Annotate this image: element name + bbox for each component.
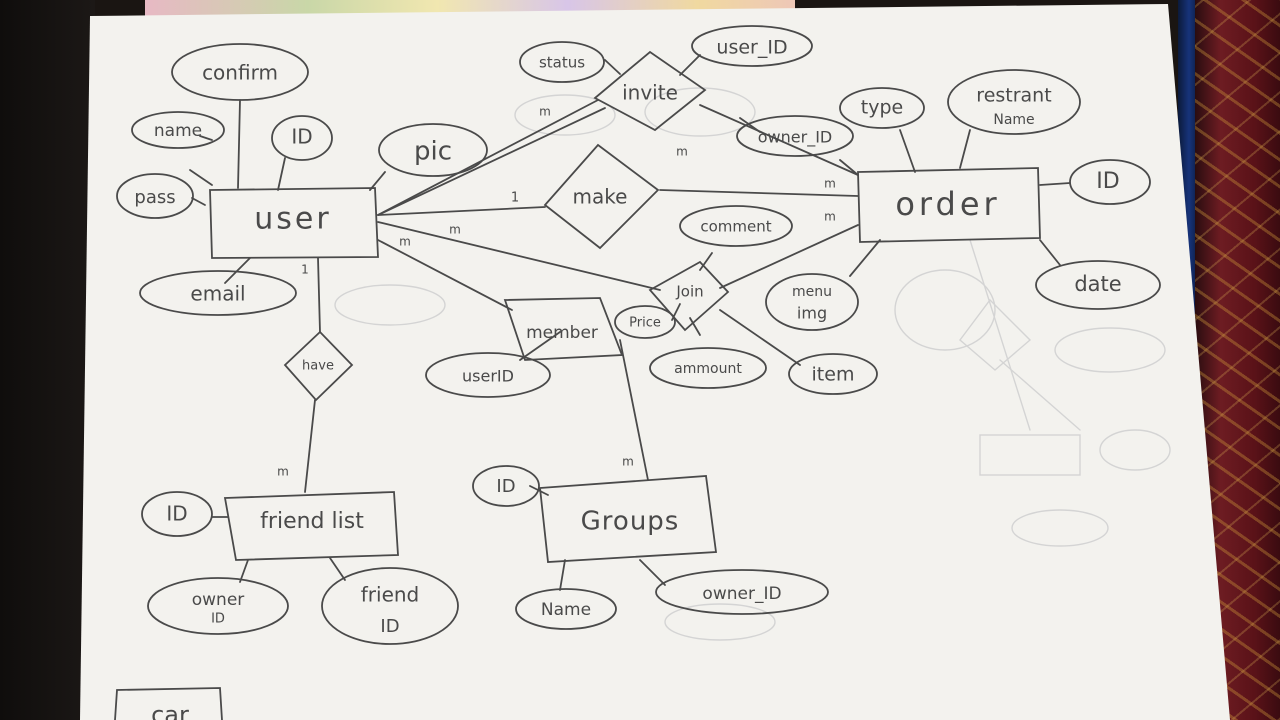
entity-order-label: order xyxy=(895,185,1000,223)
attr-join-item xyxy=(788,353,878,395)
attr-groups-id xyxy=(472,465,540,507)
attr-friend-list-friend-id-label: ID xyxy=(380,616,399,637)
attr-invite-user-id xyxy=(691,25,813,67)
attr-order-restrant-name xyxy=(947,69,1081,135)
entity-order-box xyxy=(857,167,1041,243)
card-have-friend-list: m xyxy=(277,465,289,479)
relationship-make-label: make xyxy=(573,185,628,209)
attr-friend-list-id xyxy=(141,491,213,537)
relationship-member xyxy=(503,297,624,361)
attr-invite-owner-id xyxy=(736,115,854,157)
attr-order-menu-img xyxy=(765,273,859,331)
attr-user-pass-label: pass xyxy=(134,187,175,208)
relationship-make xyxy=(543,143,660,250)
attr-user-name-label: name xyxy=(154,121,202,141)
attr-friend-list-friend-id xyxy=(321,567,459,645)
connector-lines xyxy=(189,54,1071,591)
attr-invite-status-label: status xyxy=(539,54,585,72)
attr-order-menu-label: menu xyxy=(792,284,832,300)
attr-friend-list-friend-label: friend xyxy=(361,583,420,607)
card-user-join: m xyxy=(449,223,461,237)
attr-groups-name-label: Name xyxy=(541,600,591,620)
attr-user-id xyxy=(271,115,333,161)
attr-order-restrant-label: restrant xyxy=(976,85,1051,107)
attr-order-date-label: date xyxy=(1074,272,1121,296)
attr-invite-owner-id-label: owner_ID xyxy=(758,128,832,148)
attr-join-comment xyxy=(679,205,793,247)
attr-join-ammount xyxy=(649,347,767,389)
attr-user-email-label: email xyxy=(190,282,245,306)
entity-friend-list-box xyxy=(223,491,399,561)
attr-member-user-id-label: userID xyxy=(462,367,514,386)
card-join-order: m xyxy=(824,210,836,224)
entity-friend-list-label: friend list xyxy=(260,509,364,534)
entity-groups-label: Groups xyxy=(581,507,680,537)
card-member-groups: m xyxy=(622,455,634,469)
attr-join-comment-label: comment xyxy=(700,218,771,236)
attr-friend-list-owner-label: owner xyxy=(192,590,245,610)
attr-friend-list-id-label: ID xyxy=(166,502,187,526)
attr-user-confirm-label: confirm xyxy=(202,61,278,85)
card-user-invite: m xyxy=(539,105,551,119)
desk-background-left xyxy=(0,0,95,720)
attr-user-confirm xyxy=(171,43,309,101)
attr-user-pic-label: pic xyxy=(414,137,452,167)
attr-order-type xyxy=(839,87,925,129)
card-make-order: m xyxy=(824,177,836,191)
relationship-join-label: Join xyxy=(675,283,703,301)
relationship-invite-label: invite xyxy=(622,81,678,105)
attr-order-id xyxy=(1069,159,1151,205)
paper-sheet xyxy=(80,4,1230,720)
attr-user-id-label: ID xyxy=(291,125,312,149)
attr-user-name xyxy=(131,111,225,149)
attr-order-id-label: ID xyxy=(1096,169,1119,194)
attr-member-user-id xyxy=(425,352,551,398)
entity-partial-bottom-label: car xyxy=(151,701,189,720)
card-invite-order: m xyxy=(676,145,688,159)
attr-friend-list-owner-id-label: ID xyxy=(211,612,225,627)
attr-join-item-label: item xyxy=(812,364,855,386)
attr-friend-list-owner-id xyxy=(147,577,289,635)
attr-groups-owner-id-label: owner_ID xyxy=(702,584,781,604)
attr-groups-name xyxy=(515,588,617,630)
card-user-member: m xyxy=(399,235,411,249)
attr-order-type-label: type xyxy=(861,97,903,119)
attr-invite-status xyxy=(519,41,605,83)
attr-groups-id-label: ID xyxy=(496,476,515,497)
attr-order-img-label: img xyxy=(797,304,827,323)
entity-user-box xyxy=(209,187,379,259)
attr-user-email xyxy=(139,270,297,316)
attr-order-date xyxy=(1035,260,1161,310)
attr-invite-user-id-label: user_ID xyxy=(716,37,787,59)
erased-sketches xyxy=(334,87,1171,641)
attr-user-pic xyxy=(378,123,488,177)
attr-join-price-label: Price xyxy=(629,316,661,331)
attr-user-pass xyxy=(116,173,194,219)
card-user-have: 1 xyxy=(301,263,309,277)
attr-join-ammount-label: ammount xyxy=(674,361,742,377)
entity-partial-bottom-box xyxy=(114,687,223,720)
relationship-member-label: member xyxy=(526,323,598,343)
relationship-have xyxy=(283,330,354,402)
attr-order-restrant-name-label: Name xyxy=(993,112,1034,128)
card-user-make: 1 xyxy=(511,191,519,206)
entity-groups-box xyxy=(539,475,718,563)
entity-user-label: user xyxy=(254,202,331,237)
attr-join-price xyxy=(614,305,676,339)
relationship-have-label: have xyxy=(302,359,334,374)
attr-groups-owner-id xyxy=(655,569,829,615)
relationship-invite xyxy=(593,50,707,132)
